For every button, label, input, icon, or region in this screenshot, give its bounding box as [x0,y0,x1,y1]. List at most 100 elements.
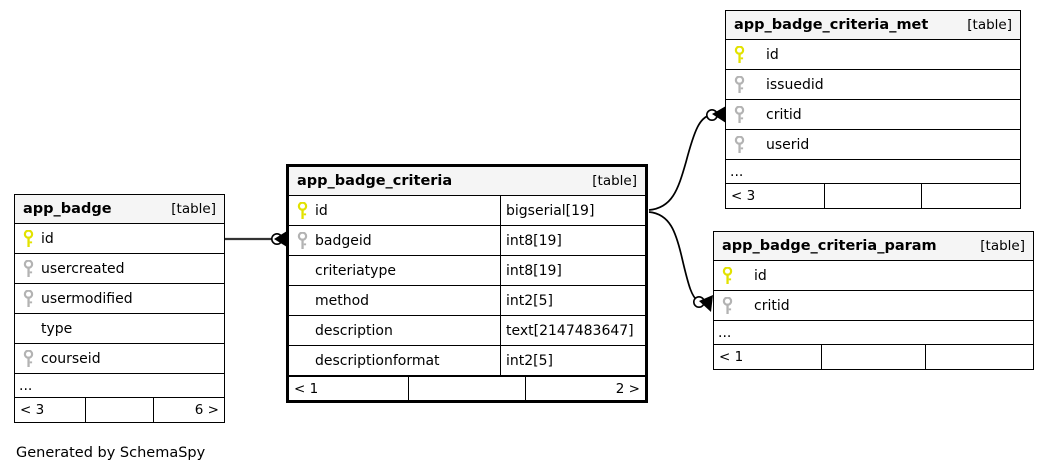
more-columns-indicator: ... [15,374,224,398]
edge-app_badge_criteria-to-app_badge_criteria_param [648,211,713,312]
column-name: issuedid [766,76,824,93]
column-cell: description [289,316,500,345]
footer-right[interactable]: 2 > [615,380,640,397]
column-type: int2[5] [506,352,553,369]
column-name: id [766,46,779,63]
table-row[interactable]: method int2[5] [289,286,645,316]
primary-key-icon [721,266,734,285]
table-row[interactable]: id [15,224,224,254]
table-title: app_badge_criteria_param [722,238,937,254]
no-key-icon [296,262,309,280]
table-title: app_badge [23,201,112,217]
column-cell: id [726,40,1020,69]
footer-middle [824,184,922,208]
table-row[interactable]: id [726,40,1020,70]
column-name: usercreated [41,260,125,277]
footer-left[interactable]: < 1 [294,380,319,397]
footer-left[interactable]: < 1 [719,349,744,365]
column-name: criteriatype [315,262,396,279]
column-name: critid [766,106,802,123]
column-name: courseid [41,350,101,367]
table-row[interactable]: id [714,261,1033,291]
column-type: text[2147483647] [506,322,634,339]
footer-right[interactable]: 6 > [194,402,219,418]
table-row[interactable]: type [15,314,224,344]
column-type: bigserial[19] [506,202,595,219]
column-type: int8[19] [506,262,562,279]
primary-key-icon [733,45,746,64]
table-row[interactable]: description text[2147483647] [289,316,645,346]
table-type-tag: [table] [592,173,637,189]
table-row[interactable]: id bigserial[19] [289,196,645,226]
column-type-cell: bigserial[19] [500,196,645,225]
column-name: id [41,230,54,247]
column-cell: criteriatype [289,256,500,285]
table-footer: < 3 6 > [15,398,224,422]
footer-middle [408,377,526,400]
table-row[interactable]: userid [726,130,1020,160]
foreign-key-icon [733,105,746,124]
table-header: app_badge_criteria [table] [289,167,645,196]
table-app_badge_criteria_param[interactable]: app_badge_criteria_param [table] id crit… [713,231,1034,370]
column-cell: userid [726,130,1020,159]
column-type-cell: int2[5] [500,346,645,375]
table-header: app_badge_criteria_met [table] [726,11,1020,40]
primary-key-icon [296,201,309,220]
table-footer: < 1 2 > [289,376,645,400]
table-header: app_badge_criteria_param [table] [714,232,1033,261]
footer-middle [85,398,154,422]
table-row[interactable]: badgeid int8[19] [289,226,645,256]
column-name: descriptionformat [315,352,440,369]
table-app_badge_criteria[interactable]: app_badge_criteria [table] id bigserial[… [286,164,648,403]
footer-left[interactable]: < 3 [731,188,756,204]
foreign-key-icon [22,349,35,368]
table-app_badge[interactable]: app_badge [table] id usercreated [14,194,225,423]
table-type-tag: [table] [980,238,1025,254]
table-row[interactable]: issuedid [726,70,1020,100]
table-row[interactable]: critid [714,291,1033,321]
foreign-key-icon [733,135,746,154]
foreign-key-icon [721,296,734,315]
table-row[interactable]: descriptionformat int2[5] [289,346,645,376]
table-title: app_badge_criteria [297,173,453,189]
table-row[interactable]: criteriatype int8[19] [289,256,645,286]
column-name: method [315,292,370,309]
table-row[interactable]: usercreated [15,254,224,284]
column-cell: usercreated [15,254,224,283]
column-name: userid [766,136,810,153]
more-columns-indicator: ... [726,160,1020,184]
column-name: description [315,322,393,339]
more-columns-indicator: ... [714,321,1033,345]
table-type-tag: [table] [967,17,1012,33]
column-cell: descriptionformat [289,346,500,375]
table-title: app_badge_criteria_met [734,17,929,33]
column-cell: critid [714,291,1033,320]
column-type-cell: int2[5] [500,286,645,315]
column-cell: critid [726,100,1020,129]
column-cell: id [289,196,500,225]
table-row[interactable]: critid [726,100,1020,130]
column-type: int2[5] [506,292,553,309]
column-type-cell: int8[19] [500,256,645,285]
column-cell: type [15,314,224,343]
generated-by-caption: Generated by SchemaSpy [16,445,206,461]
table-row[interactable]: usermodified [15,284,224,314]
no-key-icon [22,320,35,338]
table-app_badge_criteria_met[interactable]: app_badge_criteria_met [table] id issued… [725,10,1021,209]
footer-middle [820,345,927,369]
column-cell: issuedid [726,70,1020,99]
foreign-key-icon [733,75,746,94]
column-name: badgeid [315,232,372,249]
column-cell: id [714,261,1033,290]
foreign-key-icon [22,289,35,308]
column-type: int8[19] [506,232,562,249]
column-type-cell: int8[19] [500,226,645,255]
table-row[interactable]: courseid [15,344,224,374]
column-cell: badgeid [289,226,500,255]
table-header: app_badge [table] [15,195,224,224]
table-footer: < 1 [714,345,1033,369]
primary-key-icon [22,229,35,248]
footer-left[interactable]: < 3 [20,402,45,418]
column-name: usermodified [41,290,133,307]
